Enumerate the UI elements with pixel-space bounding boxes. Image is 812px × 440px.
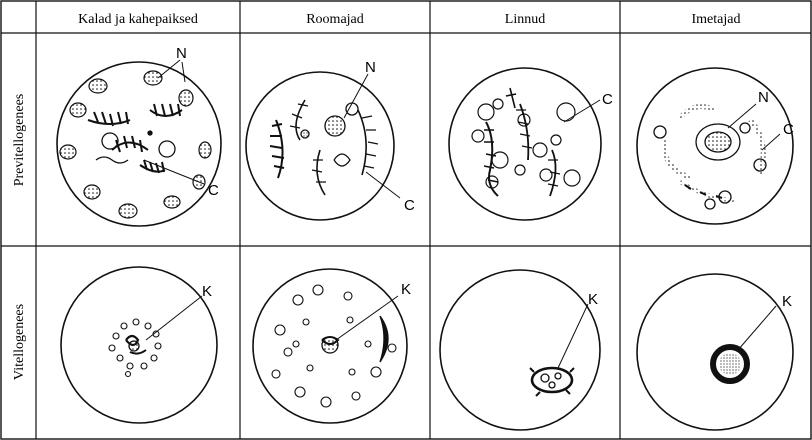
- label-k-reptile: K: [401, 281, 411, 298]
- label-k-mammal: K: [782, 293, 792, 310]
- oocyte-fish-previtellogenesis: [57, 60, 221, 226]
- header-fish-amphibians: Kalad ja kahepaiksed: [78, 12, 198, 27]
- oocyte-mammal-vitellogenesis: [637, 274, 793, 430]
- header-reptiles: Roomajad: [306, 12, 364, 27]
- oocyte-reptile-vitellogenesis: [253, 269, 407, 423]
- oocyte-bird-previtellogenesis: [449, 68, 601, 220]
- label-chromosomes-bird: C: [602, 91, 613, 108]
- row-label-vitellogenesis: Vitellogenees: [12, 304, 27, 380]
- label-k-bird: K: [588, 291, 598, 308]
- header-birds: Linnud: [505, 12, 545, 27]
- label-chromosomes-reptile: C: [404, 197, 415, 214]
- label-chromosomes-mammal: C: [783, 121, 794, 138]
- header-mammals: Imetajad: [692, 12, 741, 27]
- oocyte-bird-vitellogenesis: [440, 270, 600, 430]
- label-chromosomes-fish: C: [208, 182, 219, 199]
- label-nucleus-reptile: N: [365, 59, 376, 76]
- row-label-previtellogenesis: Previtellogenees: [12, 94, 27, 187]
- label-k-fish: K: [202, 283, 212, 300]
- label-nucleus-mammal: N: [758, 89, 769, 106]
- label-nucleus-fish: N: [176, 45, 187, 62]
- oocyte-reptile-previtellogenesis: [246, 72, 400, 220]
- oocyte-fish-vitellogenesis: [61, 267, 217, 423]
- oocyte-mammal-previtellogenesis: [637, 68, 793, 224]
